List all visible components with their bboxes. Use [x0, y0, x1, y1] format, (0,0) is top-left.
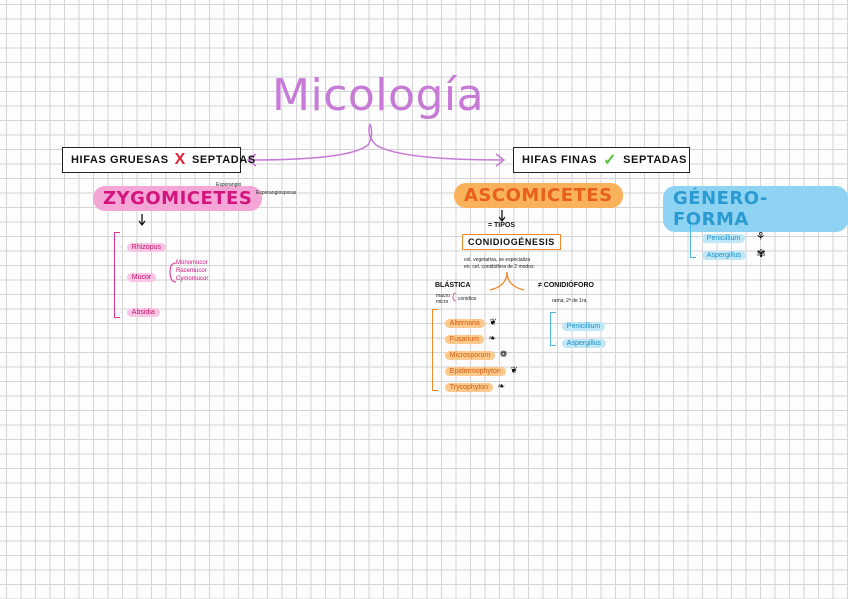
page-title: Micología — [272, 70, 485, 121]
conidioforo-item-aspergillus: · Aspergillus — [555, 332, 607, 350]
genero-item-penicillium: · Penicillium ⚘ — [695, 231, 766, 243]
hifas-gruesas-box: HIFAS GRUESAS X SEPTADAS — [62, 147, 255, 173]
blastica-note-macro: macro — [436, 293, 450, 299]
zygo-bracket — [114, 232, 120, 318]
ascomicetes-heading: ASCOMICETES — [454, 183, 623, 208]
conidioforo-item-penicillium: · Penicillium — [555, 315, 606, 333]
conidiogenesis-note-2: en: cel. conidiófera de 2 modos: — [464, 264, 535, 270]
conidia-sketch-icon: ❁ — [499, 349, 508, 359]
conidia-sketch-icon: ❧ — [497, 381, 506, 391]
conidiogenesis-note-1: cel. vegetativa, se especializa — [464, 257, 531, 263]
hifas-finas-label: HIFAS FINAS — [522, 154, 598, 166]
zygo-item-absidia: · Absidia — [120, 301, 160, 319]
conidioforo-label: ≠ CONIDIÓFORO — [538, 282, 594, 289]
conidioforo-note: rama, 2ª de 1ra — [552, 298, 587, 304]
blastica-note-conidios: conidios — [458, 296, 477, 302]
blastica-item-alternaria: · Alternaria ❦ — [438, 317, 497, 328]
penicillium-sketch-icon: ⚘ — [755, 231, 766, 243]
blastica-label: BLÁSTICA — [435, 282, 471, 289]
conidioforo-bracket — [550, 312, 556, 346]
asco-tipos-note: = TIPOS — [488, 222, 516, 229]
aspergillus-sketch-icon: ✾ — [756, 248, 766, 260]
sketch-label-esporangio: Esporangio — [216, 182, 242, 188]
conidiogenesis-box: CONIDIOGÉNESIS — [462, 234, 561, 250]
blastica-item-trycophyton: · Trycophyton ❧ — [438, 381, 506, 392]
zygo-item-rhizopus: · Rhizopus — [120, 236, 166, 254]
genero-bracket — [690, 224, 696, 258]
sketch-label-esporangiosporas: Esporangiosporas — [256, 190, 297, 196]
mucor-species-3: Cymomucor — [176, 276, 209, 282]
hifas-finas-box: HIFAS FINAS ✓ SEPTADAS — [513, 147, 690, 173]
septadas-label: SEPTADAS — [623, 154, 687, 166]
conidia-sketch-icon: ❦ — [489, 317, 497, 327]
mucor-species-1: Monomucor — [176, 260, 208, 266]
blastica-item-fusarium: · Fusarium ❧ — [438, 333, 496, 344]
cross-icon: X — [174, 151, 186, 168]
conidia-sketch-icon: ❧ — [488, 333, 496, 343]
blastica-bracket — [432, 309, 438, 391]
septadas-label: SEPTADAS — [191, 154, 256, 166]
check-icon: ✓ — [603, 152, 618, 169]
blastica-note-micro: micro — [436, 299, 449, 305]
mucor-species-2: Racemucor — [176, 268, 207, 274]
zygomicetes-heading: ZYGOMICETES — [93, 186, 263, 211]
blastica-item-microsporum: · Microsporum ❁ — [438, 349, 508, 360]
conidia-sketch-icon: ❦ — [510, 365, 518, 375]
genero-item-aspergillus: · Aspergillus ✾ — [695, 248, 766, 260]
hifas-gruesas-label: HIFAS GRUESAS — [71, 154, 169, 166]
zygo-item-mucor: · Mucor — [120, 266, 157, 284]
blastica-item-epidermophyton: · Epidermophyton ❦ — [438, 365, 518, 376]
